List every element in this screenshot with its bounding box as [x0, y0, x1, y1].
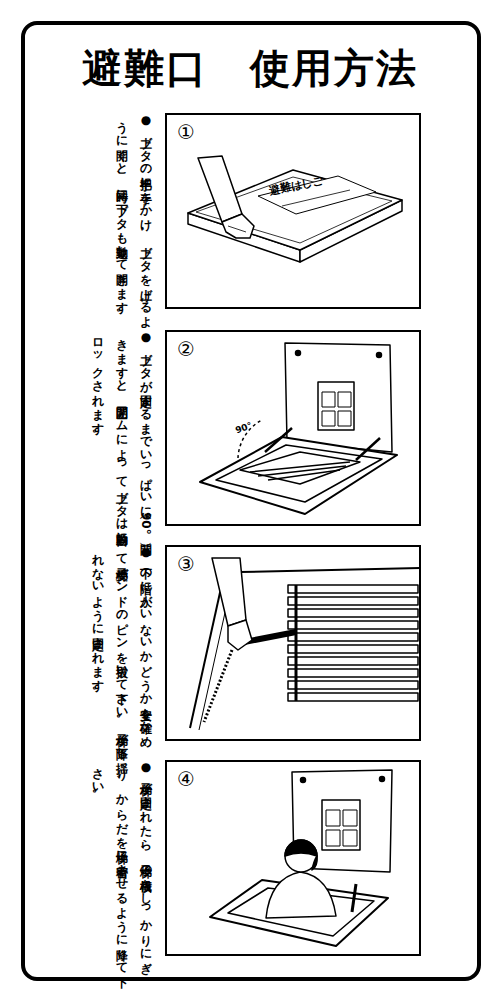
callout-number: ①: [177, 121, 195, 143]
callout-number: ②: [177, 338, 195, 360]
callout-number: ④: [177, 768, 195, 790]
instruction-text: ●下の階に人がいないかどうか安全を確かめて梯子受バンドのピンを引抜いて下さい。梯…: [62, 545, 158, 753]
step-panel: ④: [165, 760, 421, 956]
step-panel: ②: [165, 330, 421, 526]
step-panel: ①: [165, 113, 421, 309]
callout-number: ③: [177, 553, 195, 575]
instruction-text: ●梯子が固定されたら、梯子の横桟をしっかりにぎり、からだを梯子に密着させるように…: [62, 760, 158, 968]
title: 避難口 使用方法: [40, 40, 460, 96]
instruction-text: ●上ブタの把手に手をかけ、上ブタを上げるように開くと、同時に下ブタも連動して開き…: [62, 113, 158, 321]
step-panel: ③: [165, 545, 421, 741]
instruction-text: ●上ブタが固定するまでいっぱいに（90°）開きますと、開閉アームによって上ブタは…: [62, 330, 158, 538]
